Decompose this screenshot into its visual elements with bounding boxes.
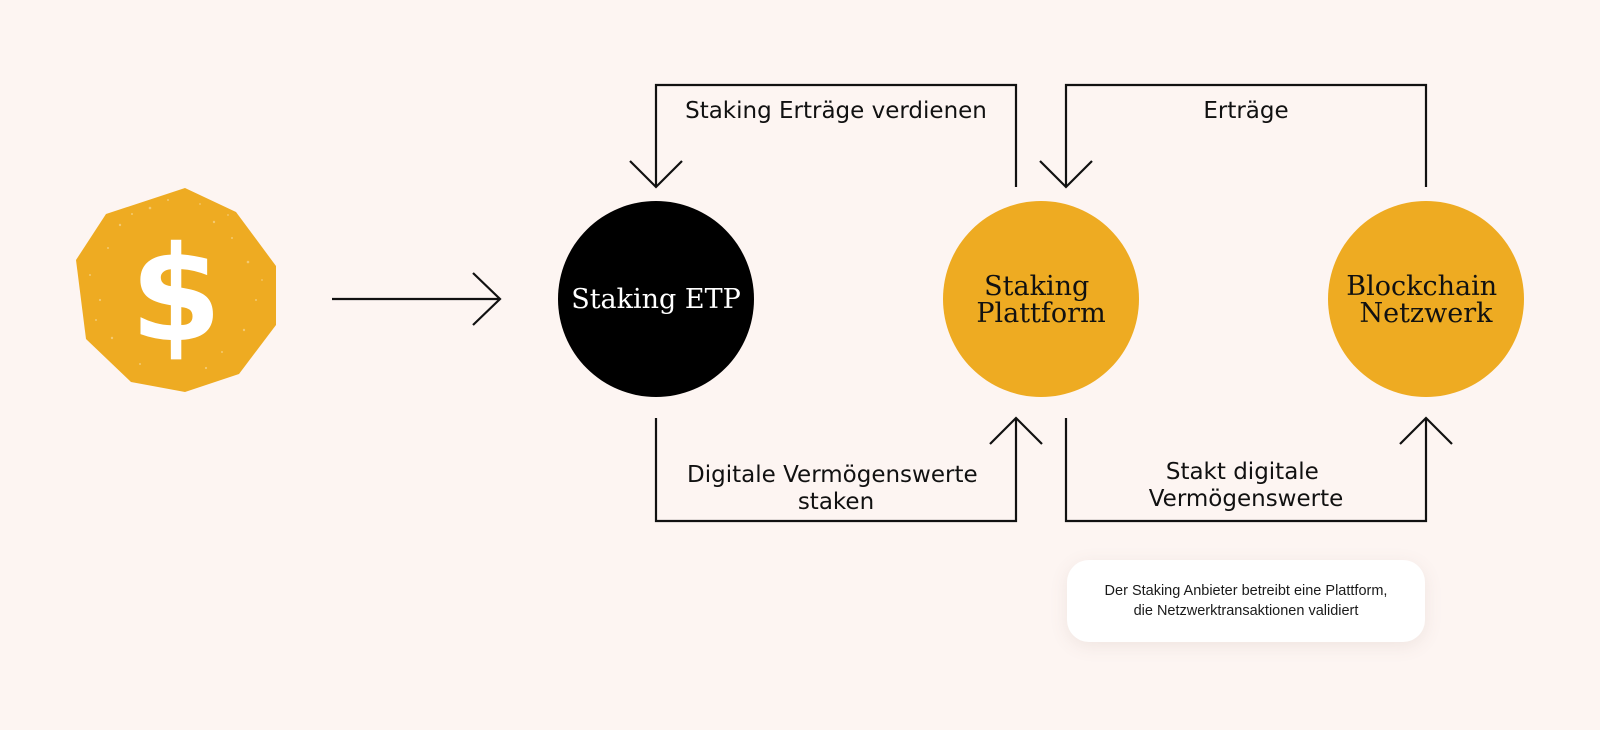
node-staking-etp: Staking ETP bbox=[558, 201, 754, 397]
connector-platform-to-network bbox=[1064, 416, 1453, 523]
info-note-card: Der Staking Anbieter betreibt eine Platt… bbox=[1067, 560, 1425, 642]
node-label: Blockchain Netzwerk bbox=[1346, 271, 1505, 329]
flow-label-stakes-digital-assets: Stakt digitale Vermögenswerte bbox=[1149, 459, 1344, 512]
node-staking-platform: Staking Plattform bbox=[943, 201, 1139, 397]
flow-label-yields: Erträge bbox=[1203, 98, 1288, 124]
connector-network-to-platform bbox=[1039, 83, 1428, 189]
flow-label-stake-assets: Digitale Vermögenswerte staken bbox=[687, 462, 985, 515]
node-label: Staking Plattform bbox=[976, 271, 1105, 329]
node-blockchain-network: Blockchain Netzwerk bbox=[1328, 201, 1524, 397]
connector-platform-to-etp bbox=[629, 83, 1018, 189]
dollar-coin-icon: $ bbox=[76, 188, 276, 392]
entry-arrow bbox=[332, 272, 502, 326]
connector-etp-to-platform bbox=[654, 416, 1043, 523]
note-line-2: die Netzwerktransaktionen validiert bbox=[1133, 603, 1359, 619]
note-line-1: Der Staking Anbieter betreibt eine Platt… bbox=[1104, 583, 1388, 599]
node-label: Staking ETP bbox=[571, 284, 741, 315]
flow-label-staking-yields: Staking Erträge verdienen bbox=[685, 98, 987, 124]
dollar-sign-icon: $ bbox=[130, 218, 222, 372]
